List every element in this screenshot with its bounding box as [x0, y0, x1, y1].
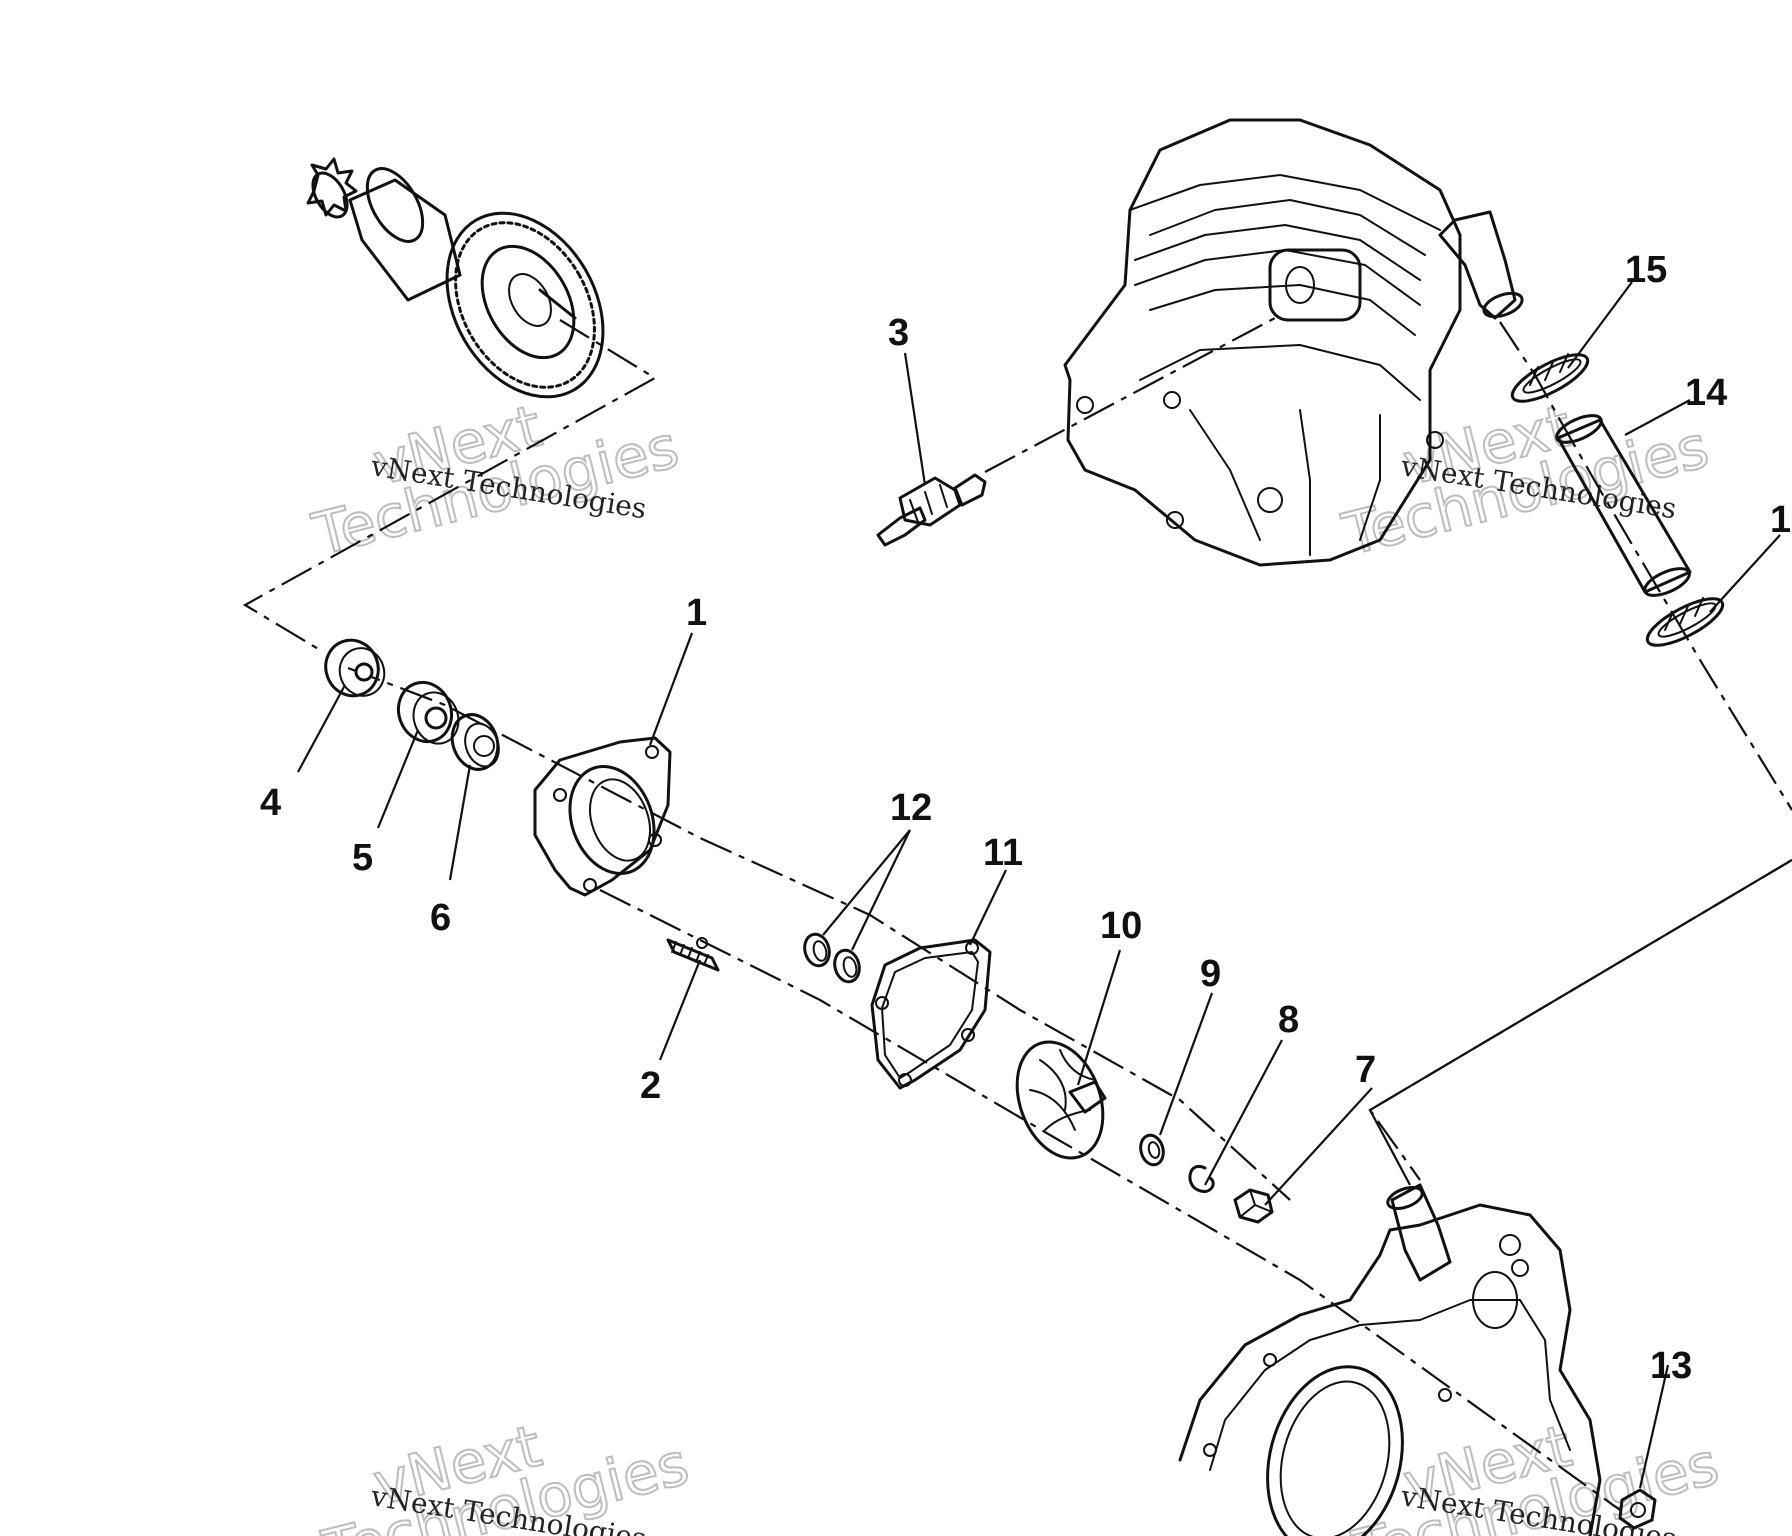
callout-7: 7 — [1355, 1049, 1376, 1091]
crankcase-cover — [1178, 1183, 1602, 1536]
callout-5: 5 — [352, 837, 373, 879]
callout-4: 4 — [260, 782, 281, 824]
callout-13: 13 — [1650, 1345, 1692, 1387]
oil-seal-6 — [450, 713, 500, 771]
cylinder-head — [1063, 118, 1524, 567]
callout-11: 11 — [983, 832, 1023, 874]
bearing-4 — [324, 638, 386, 698]
o-ring-12a — [803, 932, 831, 968]
bearing-5 — [397, 680, 460, 745]
callout-2: 2 — [640, 1065, 661, 1107]
stud-axis-line — [599, 889, 1621, 1511]
callout-8: 8 — [1278, 999, 1299, 1041]
pump-gasket — [870, 938, 992, 1090]
spark-plug — [876, 473, 987, 547]
coolant-hose — [1555, 414, 1692, 597]
o-ring-12b — [833, 948, 861, 984]
circlip-8 — [1188, 1164, 1215, 1193]
watermark-bottom-left: vNext Technologies vNext Technologies — [315, 1411, 696, 1536]
plug-axis-line — [984, 317, 1276, 473]
callout-15-lower: 15 — [1770, 499, 1792, 541]
stud-bolt — [666, 938, 720, 972]
drain-bolt — [1618, 1488, 1657, 1530]
nut-7 — [1233, 1188, 1274, 1224]
shaft-link-line — [242, 319, 658, 651]
impeller — [1015, 1040, 1107, 1160]
hose-clamp-upper — [1510, 353, 1590, 403]
hose-clamp-lower — [1645, 597, 1725, 647]
callout-15: 15 — [1625, 249, 1667, 291]
callout-labels: 1 2 3 4 5 6 7 8 9 10 11 12 13 14 15 15 — [260, 249, 1792, 1387]
callout-1: 1 — [686, 592, 707, 634]
washer-9 — [1139, 1133, 1165, 1167]
callout-14: 14 — [1685, 372, 1727, 414]
callout-12: 12 — [890, 787, 932, 829]
outlet-axis-line — [1368, 859, 1792, 1181]
callout-9: 9 — [1200, 953, 1221, 995]
watermark-top-left: vNext Technologies vNext Technologies — [305, 391, 686, 570]
balancer-gear-shaft — [306, 157, 605, 399]
leader-lines — [297, 281, 1792, 1489]
pump-axis-line — [347, 666, 1291, 1201]
callout-3: 3 — [888, 312, 909, 354]
callout-10: 10 — [1100, 905, 1142, 947]
pump-housing — [533, 736, 708, 949]
callout-6: 6 — [430, 897, 451, 939]
